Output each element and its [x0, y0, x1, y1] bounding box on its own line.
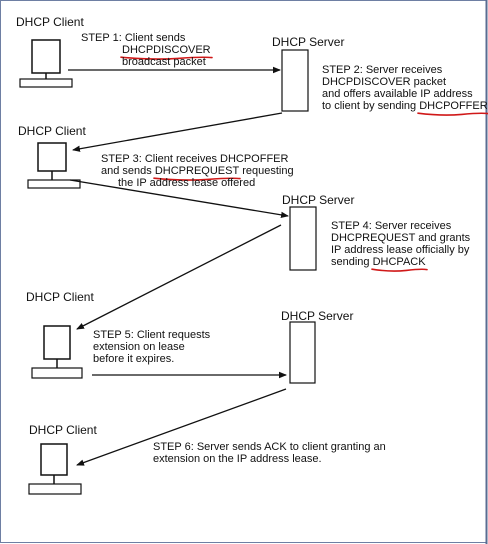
step-3-line-3: the IP address lease offered: [118, 177, 256, 189]
client-label-3: DHCP Client: [26, 290, 94, 304]
step-4-line-4-text: sending: [331, 256, 373, 268]
step-2-message-name: DHCPOFFER: [417, 100, 488, 116]
step-3-message-name: DHCPREQUEST: [153, 165, 241, 181]
step-4-line-1: STEP 4: Server receives: [331, 220, 452, 232]
server-box-icon: [289, 321, 316, 384]
server-label-1: DHCP Server: [272, 35, 345, 49]
server-label-3: DHCP Server: [281, 309, 354, 323]
step-4-line-4: sending DHCPACK: [331, 256, 428, 272]
step-2-line-4: to client by sending DHCPOFFER: [322, 100, 488, 116]
server-box-icon: [281, 49, 309, 112]
client-label-4: DHCP Client: [29, 423, 97, 437]
step-2-line-2: DHCPDISCOVER packet: [322, 76, 447, 88]
red-underline-mark: [153, 177, 241, 181]
red-underline-mark: [370, 268, 428, 272]
red-underline-mark: [120, 56, 213, 60]
arrow-step-2: [72, 112, 283, 152]
client-computer-icon: [31, 325, 83, 379]
client-computer-icon: [28, 443, 82, 495]
step-4-line-3: IP address lease officially by: [331, 244, 470, 256]
step-2-line-4-text: to client by sending: [322, 100, 420, 112]
arrow-step-3: [69, 179, 289, 219]
step-4-line-2: DHCPREQUEST and grants: [331, 232, 471, 244]
step-5-line-3: before it expires.: [93, 353, 175, 365]
arrow-step-4: [76, 224, 282, 330]
client-label-2: DHCP Client: [18, 124, 86, 138]
step-5-line-1: STEP 5: Client requests: [93, 329, 211, 341]
step-6-line-1: STEP 6: Server sends ACK to client grant…: [153, 441, 386, 453]
red-underline-mark: [417, 112, 488, 116]
step-1-line-1: STEP 1: Client sends: [81, 32, 186, 44]
step-3-line-1: STEP 3: Client receives DHCPOFFER: [101, 153, 289, 165]
step-1-message: DHCPDISCOVER: [120, 44, 213, 60]
arrow-step-6: [76, 388, 287, 466]
step-5-line-2: extension on lease: [93, 341, 185, 353]
client-computer-icon: [27, 142, 81, 189]
step-4-message-name: DHCPACK: [370, 256, 428, 272]
server-label-2: DHCP Server: [282, 193, 355, 207]
client-label-1: DHCP Client: [16, 15, 84, 29]
step-3-line-2-pre: and sends: [101, 165, 155, 177]
step-1-line-3: broadcast packet: [122, 56, 206, 68]
step-6-line-2: extension on the IP address lease.: [153, 453, 322, 465]
step-3-line-2: and sends DHCPREQUEST requesting: [101, 165, 294, 181]
step-1-message-name: DHCPDISCOVER: [120, 44, 213, 60]
step-2-line-1: STEP 2: Server receives: [322, 64, 443, 76]
step-3-line-2-post: requesting: [239, 165, 294, 177]
step-2-line-3: and offers available IP address: [322, 88, 473, 100]
server-box-icon: [289, 206, 317, 271]
client-computer-icon: [19, 39, 73, 88]
